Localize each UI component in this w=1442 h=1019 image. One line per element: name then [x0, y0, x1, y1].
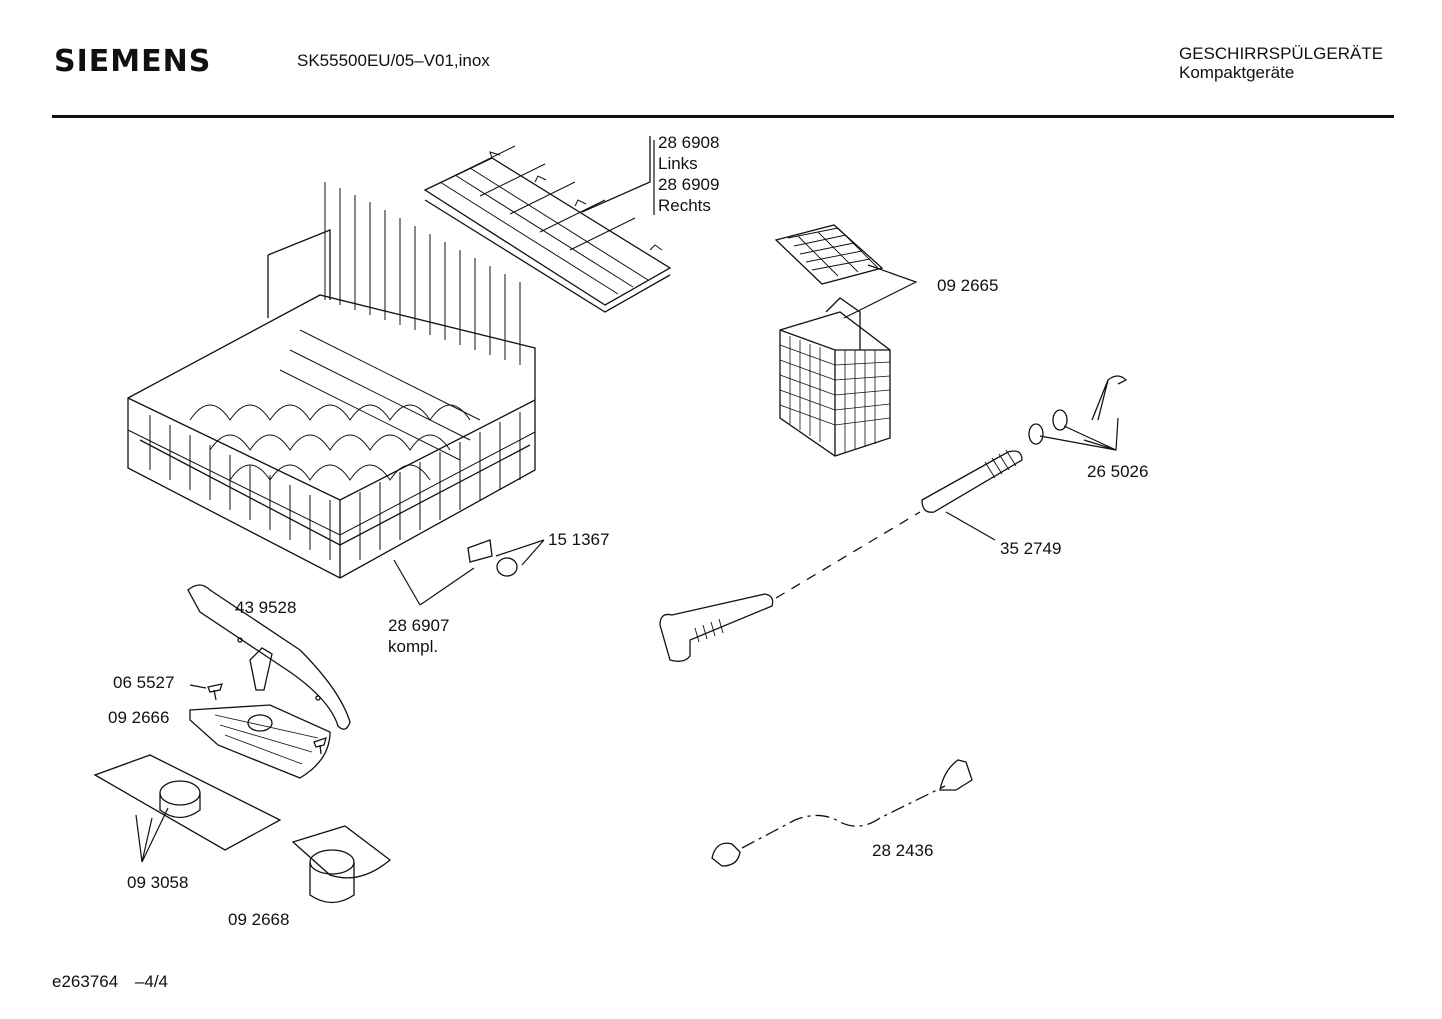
category-title: GESCHIRRSPÜLGERÄTE [1179, 44, 1384, 63]
dish-rack-basket-drawing [127, 182, 536, 579]
part-label-286909: 28 6909 [658, 175, 720, 194]
spray-arm-drawing [187, 584, 351, 730]
part-label-rechts: Rechts [658, 196, 711, 215]
filter-cover-drawing [189, 704, 331, 779]
part-label-kompl: kompl. [388, 637, 439, 656]
part-label-439528: 43 9528 [235, 598, 297, 617]
cutlery-basket-drawing [774, 224, 891, 457]
part-label-151367: 15 1367 [548, 530, 610, 549]
document-id: e263764 [52, 972, 119, 991]
part-label-links: Links [658, 154, 698, 173]
appliance-category: GESCHIRRSPÜLGERÄTE Kompaktgeräte [1179, 44, 1383, 82]
hose-clamps-drawing [1028, 375, 1128, 445]
brand-logo: SIEMENS [54, 44, 212, 79]
screws-drawing [207, 683, 327, 755]
coarse-filter-drawing [291, 825, 392, 904]
part-label-092665: 09 2665 [937, 276, 999, 295]
drain-hose-elbow-drawing [659, 511, 921, 662]
model-number: SK55500EU/05–V01,inox [297, 51, 490, 70]
micro-filter-plate-drawing [93, 754, 282, 851]
inlet-hose-drawing [711, 759, 973, 867]
leader-lines [135, 140, 1119, 863]
part-label-286908: 28 6908 [658, 133, 720, 152]
header-divider [52, 115, 1394, 118]
page-number: –4/4 [134, 972, 169, 991]
part-label-352749: 35 2749 [1000, 539, 1062, 558]
hinge-parts-drawing [467, 539, 518, 577]
part-label-092668: 09 2668 [228, 910, 290, 929]
cup-rack-drawing [423, 136, 672, 313]
part-label-093058: 09 3058 [127, 873, 189, 892]
drain-hose-section-drawing [921, 449, 1023, 513]
part-label-286907: 28 6907 [388, 616, 450, 635]
part-label-065527: 06 5527 [113, 673, 175, 692]
part-label-092666: 09 2666 [108, 708, 170, 727]
page-footer: e263764 –4/4 [52, 972, 168, 992]
part-label-282436: 28 2436 [872, 841, 934, 860]
part-label-265026: 26 5026 [1087, 462, 1149, 481]
category-subtitle: Kompaktgeräte [1179, 63, 1295, 82]
